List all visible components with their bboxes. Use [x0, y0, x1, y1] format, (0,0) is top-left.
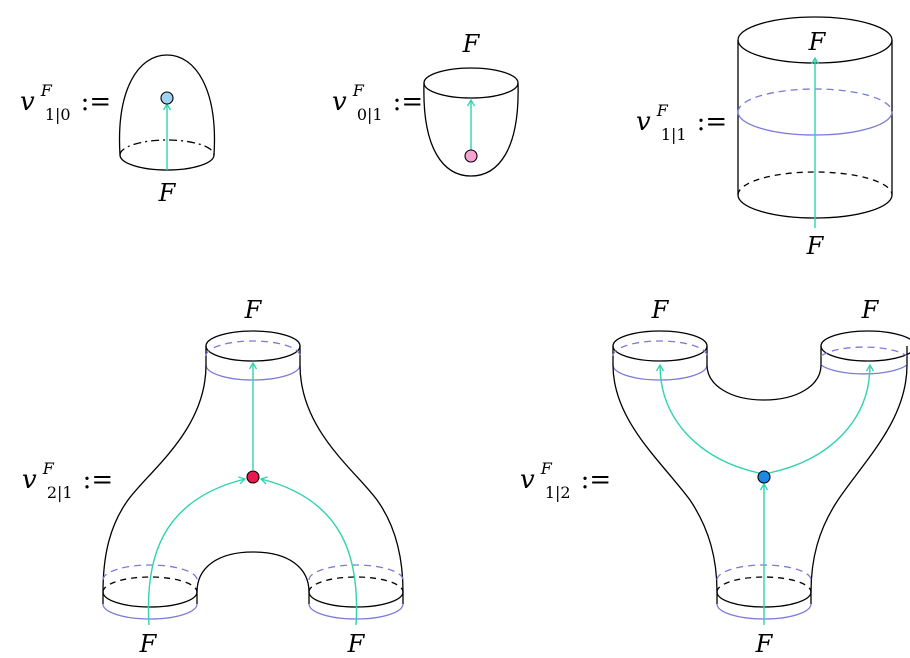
cup-label: v F 0|1 := — [332, 81, 423, 124]
cup-definition: v F 0|1 := F — [332, 30, 519, 177]
merge-top-label: F — [244, 296, 263, 324]
merge-label: v F 2|1 := — [22, 459, 113, 502]
split-left-label: F — [651, 296, 670, 324]
cap-definition: v F 1|0 := F — [20, 54, 216, 207]
merge-left-label: F — [139, 630, 158, 658]
cap-label: v F 1|0 := — [20, 81, 111, 124]
cylinder-definition: v F 1|1 := F F — [636, 16, 893, 260]
split-right-label: F — [861, 296, 880, 324]
cup-surface: F — [423, 30, 519, 177]
cylinder-surface: F F — [737, 16, 893, 260]
merge-vertex — [246, 470, 260, 484]
cap-boundary-label: F — [158, 179, 177, 207]
merge-surface: F F F — [102, 296, 404, 658]
cap-surface: F — [118, 54, 216, 207]
split-definition: v F 1|2 := — [520, 296, 910, 658]
merge-right-label: F — [347, 630, 366, 658]
split-bottom-label: F — [755, 630, 774, 658]
unit-vertex — [160, 91, 174, 105]
cylinder-top-label: F — [808, 28, 827, 56]
cup-boundary-label: F — [462, 30, 481, 58]
split-surface: F F F — [612, 296, 910, 658]
cylinder-label: v F 1|1 := — [636, 101, 727, 144]
split-vertex — [757, 470, 771, 484]
merge-definition: v F 2|1 := — [22, 296, 404, 658]
cylinder-bottom-label: F — [806, 232, 825, 260]
counit-vertex — [464, 149, 478, 163]
split-label: v F 1|2 := — [520, 459, 611, 502]
